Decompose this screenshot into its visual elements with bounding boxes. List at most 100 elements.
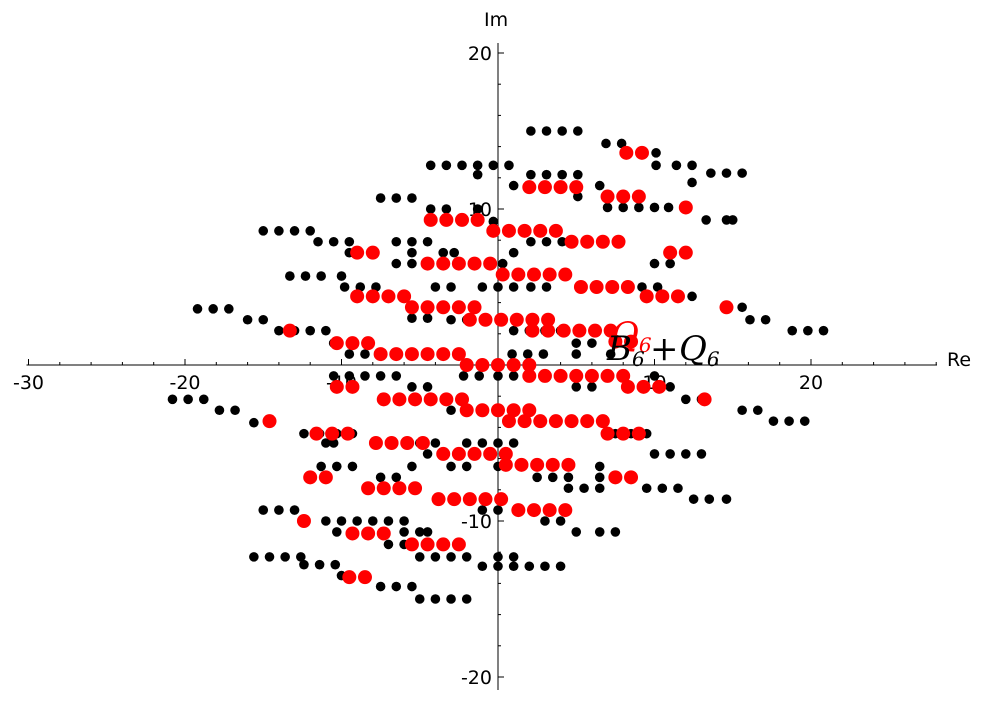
data-point	[455, 212, 470, 227]
data-point	[289, 226, 300, 236]
data-point	[540, 516, 550, 526]
data-point	[436, 446, 451, 461]
data-point	[423, 212, 438, 227]
data-point	[392, 481, 407, 496]
data-point	[727, 215, 738, 225]
data-point	[651, 160, 661, 171]
data-point	[494, 312, 509, 327]
data-point	[665, 449, 675, 459]
data-point	[420, 347, 435, 362]
data-point	[507, 349, 517, 359]
data-point	[569, 368, 584, 383]
data-point	[532, 472, 542, 483]
data-point	[671, 160, 682, 171]
data-point	[477, 505, 488, 515]
data-point	[558, 503, 573, 518]
data-point	[641, 483, 652, 494]
data-point	[768, 416, 779, 426]
data-point	[706, 168, 716, 178]
data-point	[332, 461, 342, 472]
data-point	[526, 282, 536, 292]
data-point	[663, 245, 678, 260]
data-point	[634, 145, 649, 160]
data-point	[657, 483, 668, 494]
data-point	[198, 394, 209, 405]
data-point	[620, 379, 635, 394]
data-point	[508, 371, 519, 381]
data-point	[422, 527, 433, 537]
data-point	[541, 169, 552, 180]
data-point	[594, 461, 605, 472]
data-point	[305, 226, 316, 236]
data-point	[602, 202, 613, 213]
data-point	[299, 428, 309, 439]
data-point	[407, 236, 417, 247]
data-point	[316, 271, 326, 281]
data-point	[407, 313, 417, 324]
data-point	[350, 245, 365, 260]
data-point	[467, 300, 482, 315]
data-point	[422, 449, 433, 459]
data-point	[430, 552, 441, 562]
data-point	[451, 537, 466, 552]
data-point	[340, 426, 355, 441]
legend-q6-red-sub: 6	[639, 333, 652, 357]
data-point	[325, 426, 340, 441]
data-point	[342, 570, 357, 585]
data-point	[296, 552, 306, 562]
data-point	[737, 302, 747, 313]
data-point	[649, 371, 660, 381]
x-axis-label: Re	[947, 349, 971, 371]
data-point	[280, 552, 290, 562]
data-point	[274, 325, 284, 336]
data-point	[618, 202, 628, 213]
data-point	[639, 289, 654, 304]
data-point	[264, 552, 275, 562]
data-point	[461, 594, 472, 604]
data-point	[305, 325, 316, 336]
data-point	[760, 314, 771, 325]
data-point	[541, 126, 552, 136]
data-point	[508, 552, 519, 562]
data-point	[556, 323, 571, 338]
data-point	[192, 304, 203, 314]
data-point	[587, 338, 597, 348]
data-point	[451, 300, 466, 315]
data-point	[446, 405, 456, 416]
data-point	[506, 403, 521, 418]
data-point	[557, 169, 567, 180]
data-point	[522, 358, 537, 372]
data-point	[344, 236, 355, 247]
data-point	[616, 368, 631, 383]
data-point	[620, 280, 635, 294]
data-point	[595, 414, 610, 429]
data-point	[414, 594, 425, 604]
data-point	[381, 289, 396, 304]
data-point	[580, 414, 595, 429]
data-point	[555, 516, 566, 526]
data-point	[600, 189, 615, 204]
data-point	[230, 405, 240, 416]
data-point	[588, 323, 603, 338]
data-point	[541, 312, 556, 327]
data-point	[282, 323, 297, 338]
data-point	[415, 436, 430, 450]
data-point	[407, 258, 417, 269]
data-point	[637, 282, 647, 292]
data-point	[472, 160, 483, 171]
data-point	[462, 312, 477, 327]
data-point	[391, 236, 402, 247]
data-point	[321, 438, 331, 448]
data-point	[704, 494, 715, 504]
data-point	[474, 371, 485, 381]
data-point	[557, 126, 567, 136]
data-point	[407, 247, 417, 258]
data-point	[525, 323, 540, 338]
data-point	[461, 461, 472, 472]
data-point	[365, 289, 380, 304]
data-point	[274, 505, 284, 515]
data-point	[571, 338, 582, 348]
data-point	[508, 282, 519, 292]
data-point	[285, 271, 295, 281]
data-point	[652, 282, 663, 292]
